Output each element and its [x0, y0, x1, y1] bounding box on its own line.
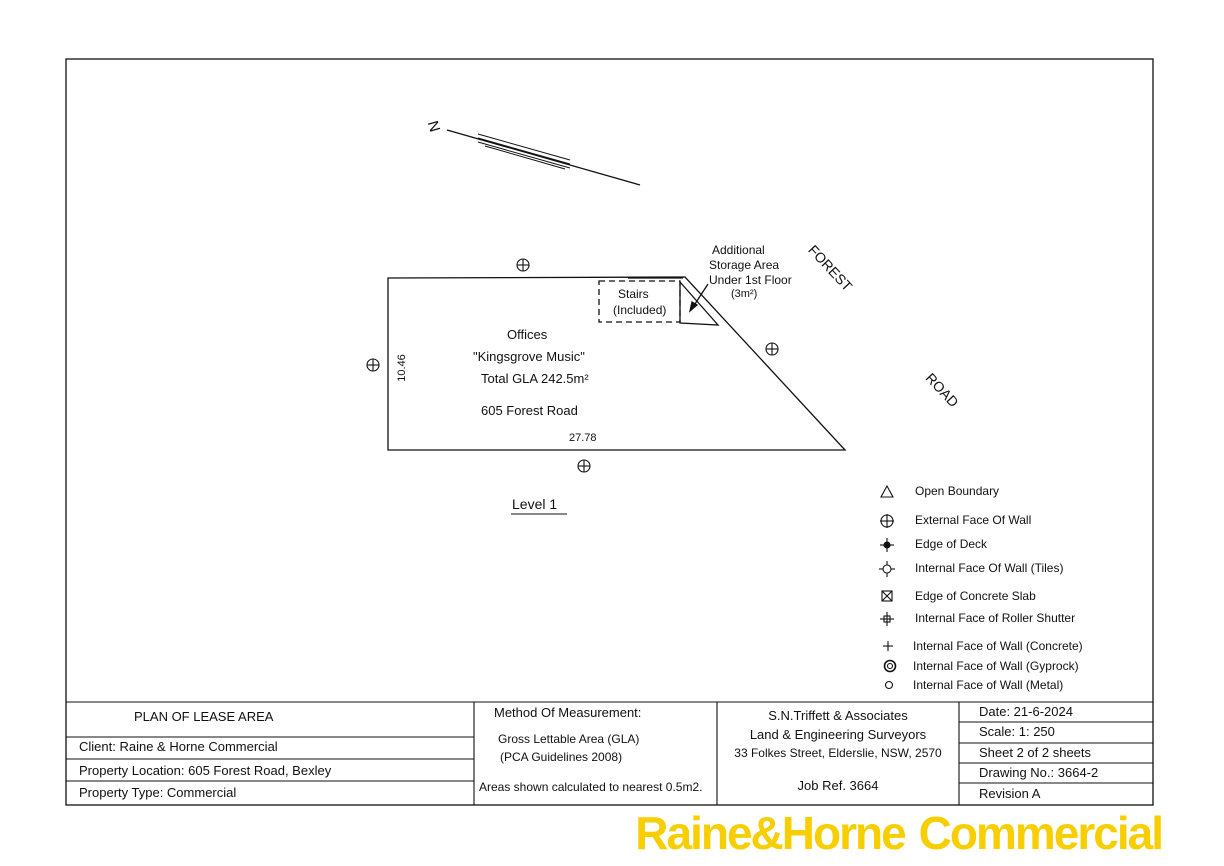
- legend-label: Internal Face of Roller Shutter: [915, 611, 1076, 625]
- small-circle-icon: [884, 680, 894, 690]
- scale-field: Scale: 1: 250: [979, 724, 1055, 739]
- storage-arrow: [692, 283, 709, 308]
- legend-label: Edge of Concrete Slab: [915, 589, 1036, 603]
- level-label: Level 1: [512, 496, 558, 512]
- title-block-lines: [66, 701, 1153, 805]
- storage-label-1: Additional: [712, 243, 765, 257]
- raine-horne-watermark-logo: Raine&Horne Commercial: [635, 807, 1164, 859]
- double-circle-icon: [883, 659, 897, 673]
- plan-title: PLAN OF LEASE AREA: [134, 709, 274, 724]
- storage-label-4: (3m²): [731, 288, 758, 300]
- hash-cross-icon: [880, 612, 894, 626]
- legend-label: Internal Face of Wall (Concrete): [913, 639, 1083, 653]
- firm-name: S.N.Triffett & Associates: [768, 708, 908, 723]
- firm-address: 33 Folkes Street, Elderslie, NSW, 2570: [734, 746, 942, 760]
- plus-icon: [883, 641, 893, 651]
- logo-line-1: Raine&Horne: [635, 807, 906, 859]
- external-wall-symbols: [366, 258, 779, 473]
- stairs-note: (Included): [613, 303, 667, 317]
- legend-label: Edge of Deck: [915, 537, 988, 551]
- sheet-border: [65, 58, 1154, 806]
- type-field: Property Type: Commercial: [79, 785, 237, 800]
- client-field: Client: Raine & Horne Commercial: [79, 739, 278, 754]
- tiles-icon: [879, 561, 895, 577]
- method-line-1: Gross Lettable Area (GLA): [498, 732, 640, 746]
- job-ref: Job Ref. 3664: [797, 778, 879, 793]
- storage-area: [679, 280, 720, 326]
- address-label: 605 Forest Road: [481, 403, 578, 418]
- firm-type: Land & Engineering Surveyors: [749, 727, 927, 742]
- method-heading: Method Of Measurement:: [494, 705, 642, 720]
- dimension-width: 27.78: [569, 432, 597, 444]
- legend-label: Internal Face of Wall (Gyprock): [913, 659, 1079, 673]
- north-arrow-icon: [446, 129, 641, 186]
- legend-label: Open Boundary: [915, 484, 1000, 498]
- legend-label: Internal Face of Wall (Metal): [913, 678, 1064, 692]
- method-line-2: (PCA Guidelines 2008): [500, 750, 623, 764]
- storage-label-2: Storage Area: [709, 258, 780, 272]
- date-field: Date: 21-6-2024: [979, 704, 1073, 719]
- total-gla-label: Total GLA 242.5m²: [481, 371, 589, 386]
- storage-label-3: Under 1st Floor: [709, 273, 792, 287]
- stairs-label: Stairs: [618, 287, 649, 301]
- dimension-height: 10.46: [395, 354, 408, 382]
- legend-label: Internal Face Of Wall (Tiles): [915, 561, 1064, 575]
- tenant-label: "Kingsgrove Music": [473, 349, 585, 364]
- boxed-x-icon: [881, 590, 893, 602]
- circle-cross-icon: [880, 514, 894, 528]
- deck-icon: [880, 538, 894, 552]
- method-note: Areas shown calculated to nearest 0.5m2.: [479, 780, 703, 794]
- location-field: Property Location: 605 Forest Road, Bexl…: [79, 763, 332, 778]
- drawing-no-field: Drawing No.: 3664-2: [979, 765, 1099, 780]
- triangle-icon: [880, 484, 894, 498]
- offices-label: Offices: [507, 327, 548, 342]
- logo-line-2: Commercial: [918, 807, 1164, 859]
- legend-label: External Face Of Wall: [915, 513, 1032, 527]
- revision-field: Revision A: [979, 786, 1041, 801]
- lease-area-outline: [387, 276, 847, 451]
- sheet-field: Sheet 2 of 2 sheets: [979, 745, 1092, 760]
